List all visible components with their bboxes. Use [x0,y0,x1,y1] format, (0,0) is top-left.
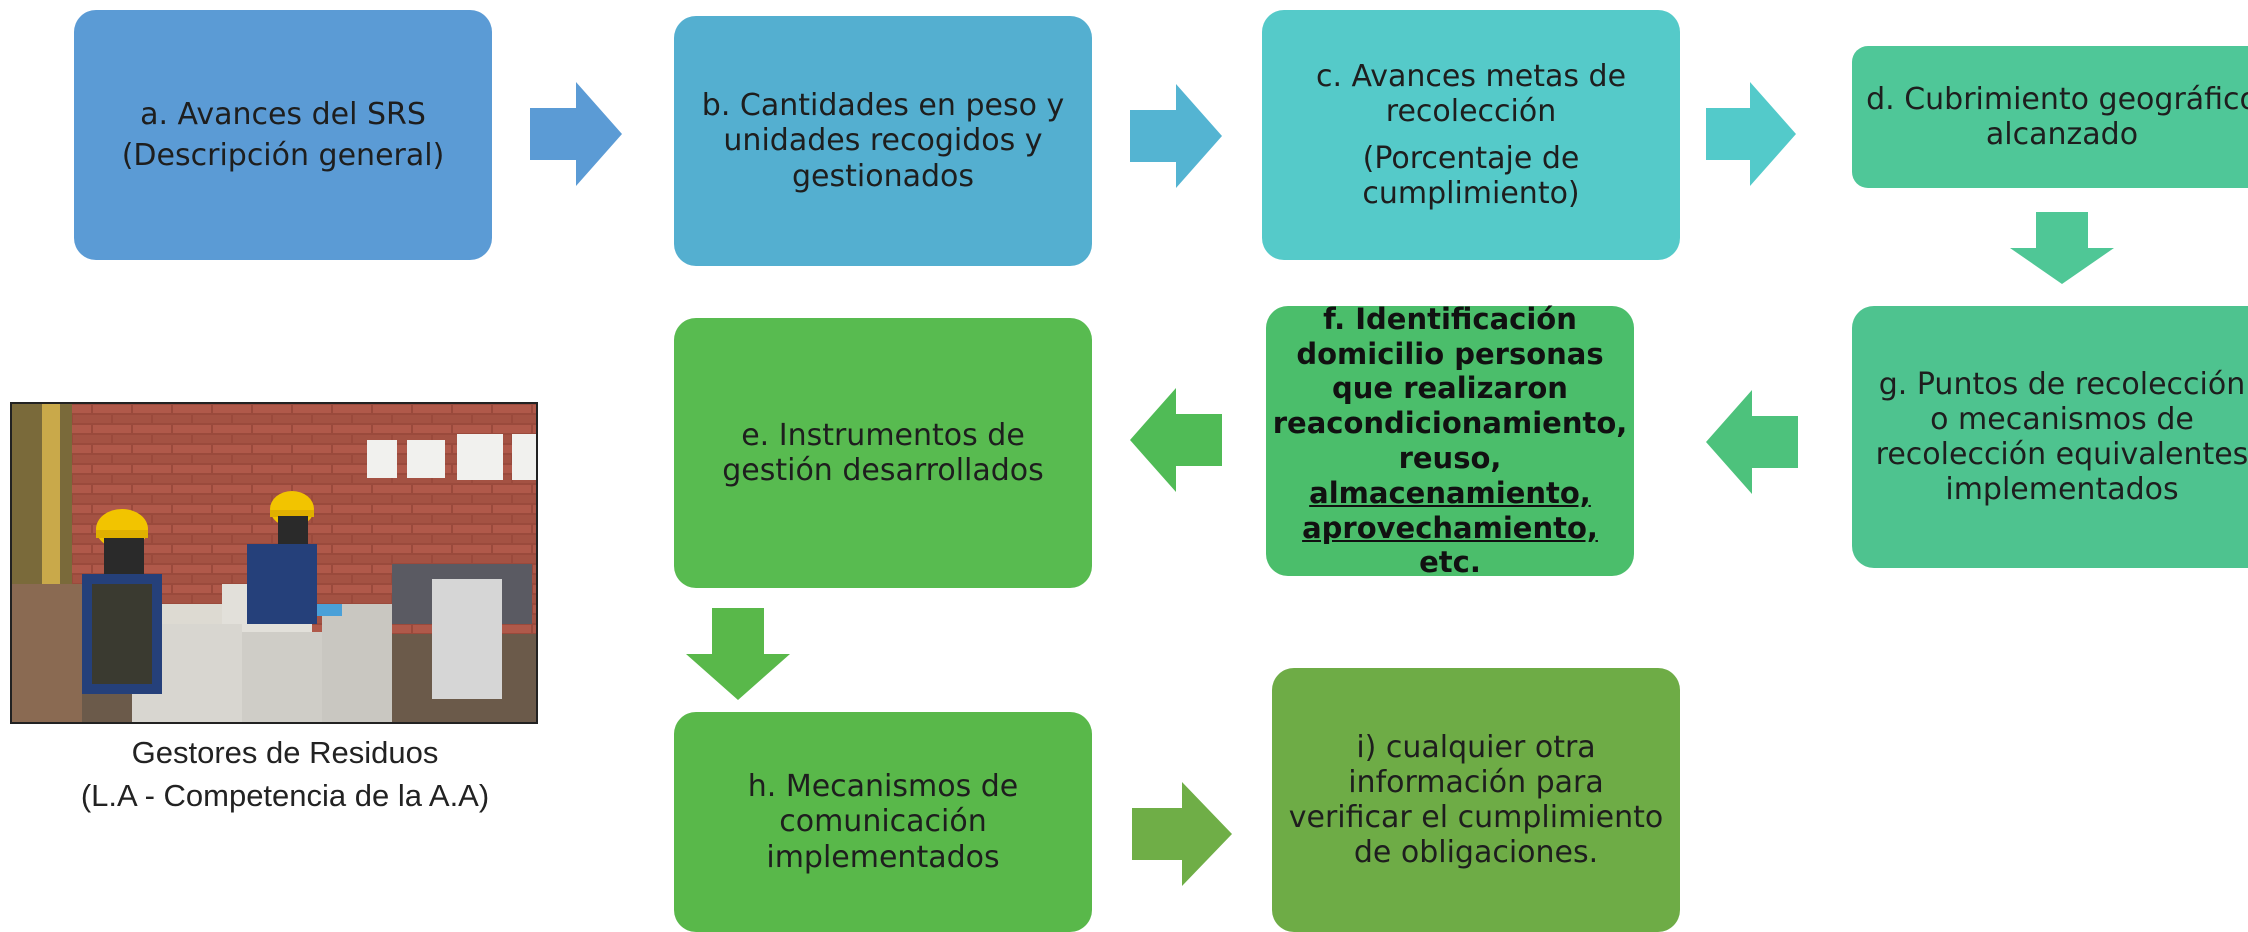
box-f-identificacion: f. Identificación domicilio personas que… [1266,302,1634,579]
box-e-text: e. Instrumentos de gestión desarrollados [722,417,1044,488]
box-d-text: d. Cubrimiento geográfico alcanzado [1866,81,2248,152]
box-e-instrumentos: e. Instrumentos de gestión desarrollados [674,318,1092,588]
box-a-avances-srs: a. Avances del SRS (Descripción general) [74,10,492,260]
box-i-text: i) cualquier otra información para verif… [1288,729,1664,871]
box-c-subtitle: (Porcentaje de cumplimiento) [1362,141,1580,212]
workers-photo-illustration [12,404,536,722]
box-h-mecanismos-comunicacion: h. Mecanismos de comunicación implementa… [674,712,1092,932]
box-f-underlined: almacenamiento, aprovechamiento, [1302,475,1598,545]
arrow-left-icon [1130,388,1222,492]
arrow-right-icon [1132,782,1232,886]
box-b-cantidades: b. Cantidades en peso y unidades recogid… [674,16,1092,266]
arrow-left-icon [1706,390,1798,494]
photo-gestores-residuos [10,402,538,724]
box-g-text: g. Puntos de recolección o mecanismos de… [1875,366,2248,508]
arrow-right-icon [530,82,622,186]
box-a-subtitle: (Descripción general) [121,138,445,173]
caption-title: Gestores de Residuos [131,735,439,770]
arrow-down-icon [2010,212,2114,284]
box-c-title: c. Avances metas de recolección [1315,58,1627,129]
caption-subtitle: (L.A - Competencia de la A.A) [80,777,490,813]
box-b-text: b. Cantidades en peso y unidades recogid… [701,88,1065,194]
box-g-puntos-recoleccion: g. Puntos de recolección o mecanismos de… [1852,306,2248,568]
box-a-title: a. Avances del SRS [140,96,426,132]
box-i-otra-informacion: i) cualquier otra información para verif… [1272,668,1680,932]
box-c-avances-metas: c. Avances metas de recolección (Porcent… [1262,10,1680,260]
arrow-down-icon [686,608,790,700]
box-h-text: h. Mecanismos de comunicación implementa… [747,769,1019,875]
photo-caption: Gestores de Residuos (L.A - Competencia … [20,732,550,818]
box-d-cubrimiento: d. Cubrimiento geográfico alcanzado [1852,46,2248,188]
box-f-etc: etc. [1419,545,1481,580]
box-f-text: f. Identificación domicilio personas que… [1272,301,1628,475]
arrow-right-icon [1706,82,1796,186]
arrow-right-icon [1130,84,1222,188]
